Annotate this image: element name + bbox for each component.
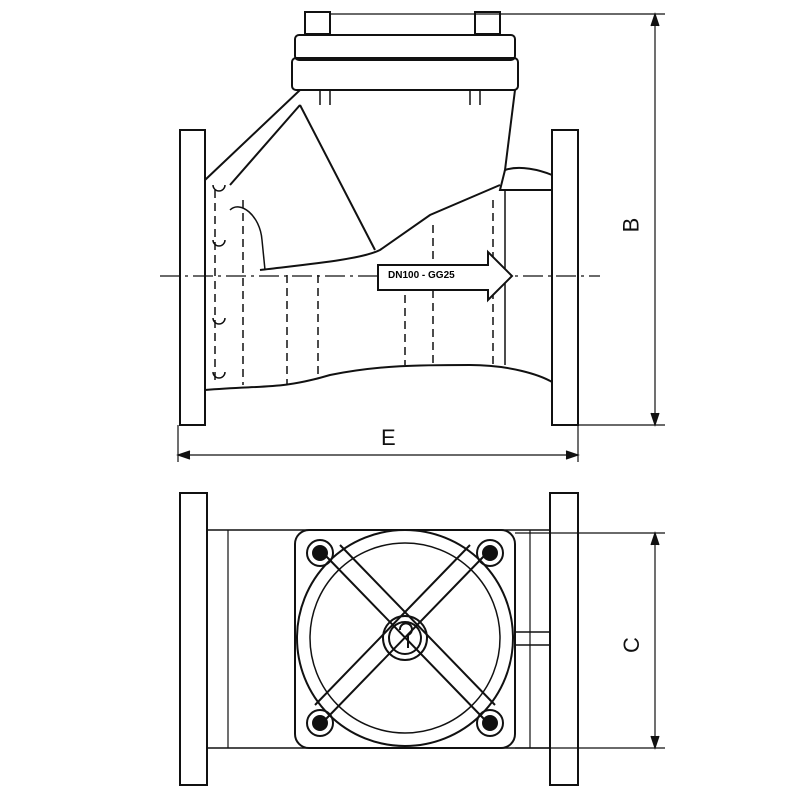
disc-housing [296,529,514,747]
dimension-label-b: B [618,217,644,233]
body-marking: DN100 - GG25 [388,270,455,281]
dimension-label-e: E [381,425,396,450]
left-flange [179,129,206,426]
bolt-head [304,11,331,35]
cross-ribs [314,544,496,721]
logo-boss [382,615,428,661]
dimension-lines [176,12,665,750]
left-flange [179,492,208,786]
flow-arrow [377,249,514,303]
bonnet [294,34,516,61]
side-view [160,11,600,426]
cover-bolts [306,539,504,737]
bolt-head [474,11,501,35]
body-outline [204,89,553,391]
dimension-label-c: C [618,637,644,653]
right-flange [549,492,579,786]
right-flange [551,129,579,426]
top-view [179,492,579,786]
